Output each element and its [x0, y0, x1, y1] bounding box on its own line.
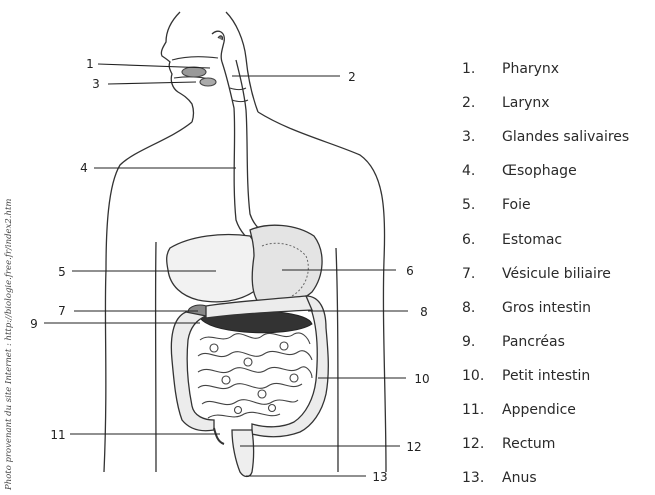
- legend-number: 8.: [462, 300, 502, 316]
- legend-label: Œsophage: [502, 163, 577, 179]
- legend-item: 6.Estomac: [462, 222, 652, 256]
- legend-number: 3.: [462, 129, 502, 145]
- callout-8: 8: [420, 305, 428, 319]
- legend-item: 12.Rectum: [462, 427, 652, 461]
- legend-item: 11.Appendice: [462, 393, 652, 427]
- legend-label: Pancréas: [502, 334, 565, 350]
- legend-label: Appendice: [502, 402, 576, 418]
- leader-line-1: [98, 64, 210, 68]
- leader-line-3: [108, 82, 196, 84]
- callout-1: 1: [86, 57, 94, 71]
- legend-item: 7.Vésicule biliaire: [462, 257, 652, 291]
- legend-label: Estomac: [502, 232, 562, 248]
- legend-number: 10.: [462, 368, 502, 384]
- callout-9: 9: [30, 317, 38, 331]
- callout-3: 3: [92, 77, 100, 91]
- legend-item: 8.Gros intestin: [462, 291, 652, 325]
- image-credit: Photo provenant du site Internet : http:…: [4, 199, 14, 490]
- callout-6: 6: [406, 264, 414, 278]
- legend-label: Vésicule biliaire: [502, 266, 611, 282]
- liver: [167, 235, 261, 302]
- stomach: [250, 225, 322, 305]
- callout-10: 10: [414, 372, 429, 386]
- callout-13: 13: [372, 470, 387, 484]
- legend-label: Foie: [502, 197, 531, 213]
- callout-4: 4: [80, 161, 88, 175]
- legend-label: Larynx: [502, 95, 550, 111]
- legend-item: 5.Foie: [462, 188, 652, 222]
- legend-label: Anus: [502, 470, 537, 486]
- callout-5: 5: [58, 265, 66, 279]
- small-intestine: [198, 333, 312, 418]
- appendix: [214, 428, 224, 444]
- legend-number: 2.: [462, 95, 502, 111]
- callout-7: 7: [58, 304, 66, 318]
- mouth-region: [172, 31, 224, 86]
- legend-number: 12.: [462, 436, 502, 452]
- legend-item: 4.Œsophage: [462, 154, 652, 188]
- legend-label: Glandes salivaires: [502, 129, 629, 145]
- legend-item: 1.Pharynx: [462, 52, 652, 86]
- legend-item: 2.Larynx: [462, 86, 652, 120]
- legend-number: 11.: [462, 402, 502, 418]
- legend-item: 9.Pancréas: [462, 325, 652, 359]
- legend-number: 5.: [462, 197, 502, 213]
- callout-2: 2: [348, 70, 356, 84]
- legend-item: 13.Anus: [462, 461, 652, 495]
- callout-11: 11: [50, 428, 65, 442]
- legend-number: 6.: [462, 232, 502, 248]
- legend-list: 1.Pharynx 2.Larynx 3.Glandes salivaires …: [462, 52, 652, 495]
- legend-label: Petit intestin: [502, 368, 590, 384]
- rectum: [232, 430, 254, 477]
- legend-number: 1.: [462, 61, 502, 77]
- legend-number: 13.: [462, 470, 502, 486]
- legend-number: 4.: [462, 163, 502, 179]
- legend-number: 7.: [462, 266, 502, 282]
- legend-number: 9.: [462, 334, 502, 350]
- legend-item: 10.Petit intestin: [462, 359, 652, 393]
- legend-label: Rectum: [502, 436, 555, 452]
- legend-label: Gros intestin: [502, 300, 591, 316]
- legend-item: 3.Glandes salivaires: [462, 120, 652, 154]
- esophagus: [222, 60, 268, 244]
- legend-label: Pharynx: [502, 61, 559, 77]
- callout-12: 12: [406, 440, 421, 454]
